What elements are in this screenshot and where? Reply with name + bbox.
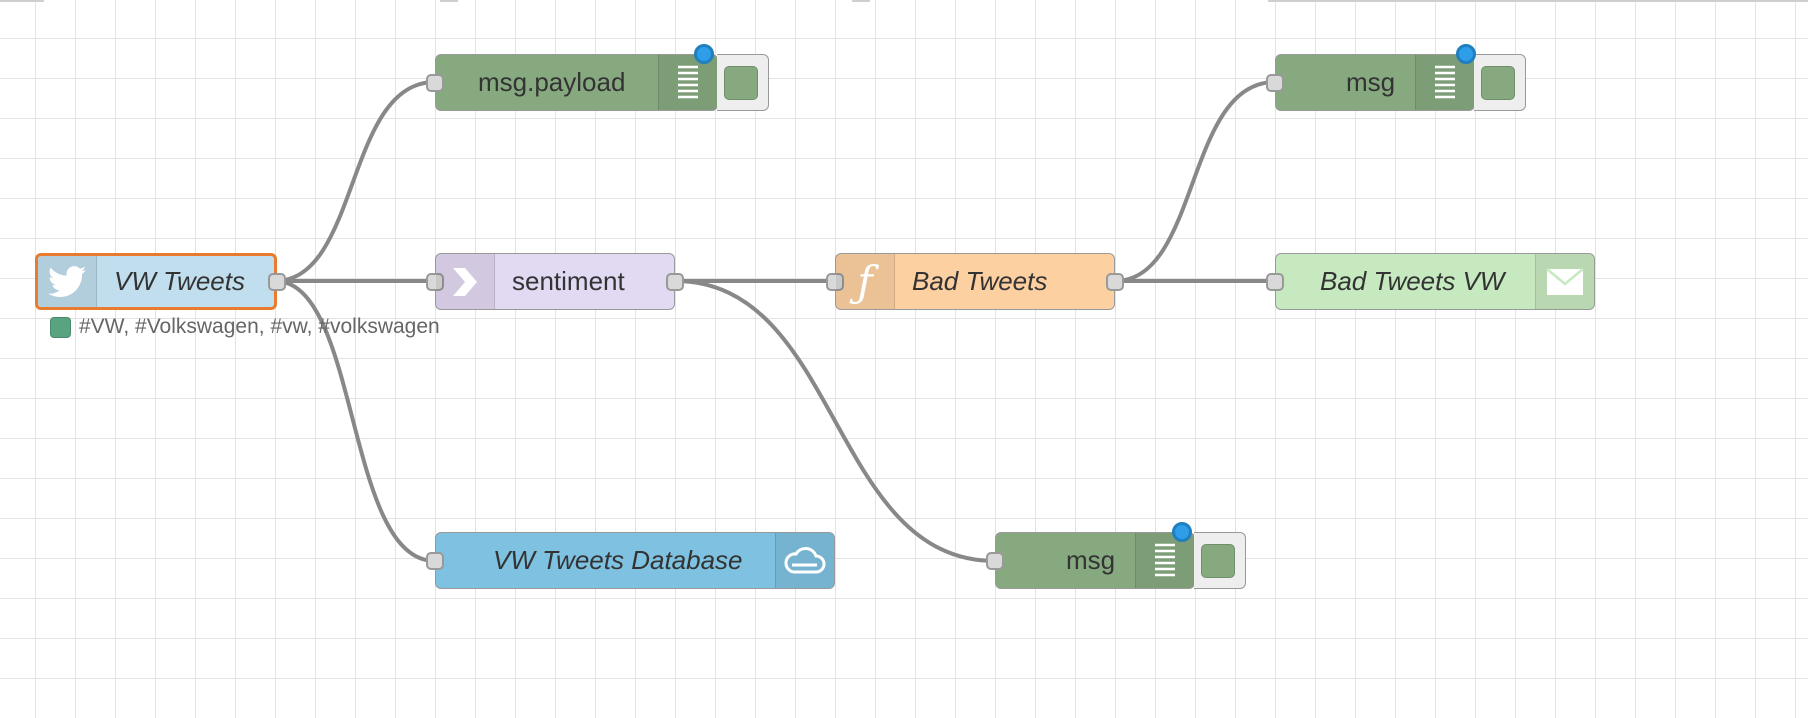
wire-vwtweets-to-payload: [274, 80, 436, 283]
function-output-port[interactable]: [1106, 272, 1124, 291]
debug-msg-bottom-toggle-button[interactable]: [1194, 532, 1246, 589]
debug-msg-bottom-node[interactable]: msg: [986, 522, 1246, 589]
list-icon: [658, 55, 717, 110]
list-icon: [1135, 533, 1194, 588]
email-out-label: Bad Tweets VW: [1320, 266, 1505, 296]
debug-msg-top-changed-icon: [1456, 44, 1476, 64]
cloudant-input-port[interactable]: [426, 551, 444, 570]
canvas-top-marks: [0, 0, 1808, 3]
sentiment-label: sentiment: [512, 266, 625, 296]
twitter-status: #VW, #Volkswagen, #vw, #volkswagen: [50, 315, 440, 339]
debug-msg-top-input-port[interactable]: [1266, 73, 1284, 92]
function-bad-tweets-node[interactable]: ƒ Bad Tweets: [826, 253, 1124, 310]
twitter-status-text: #VW, #Volkswagen, #vw, #volkswagen: [79, 315, 440, 338]
debug-msg-top-toggle-button[interactable]: [1474, 54, 1526, 111]
cloudant-out-label: VW Tweets Database: [493, 545, 743, 575]
debug-msg-top-node[interactable]: msg: [1266, 44, 1526, 111]
debug-toggle-indicator: [1481, 66, 1515, 100]
wire-vwtweets-to-database: [274, 279, 436, 563]
debug-payload-input-port[interactable]: [426, 73, 444, 92]
debug-payload-label: msg.payload: [478, 67, 626, 97]
email-out-node[interactable]: Bad Tweets VW: [1266, 253, 1595, 310]
debug-msg-top-label: msg: [1346, 67, 1396, 97]
debug-msg-bottom-input-port[interactable]: [986, 551, 1004, 570]
sentiment-output-port[interactable]: [666, 272, 684, 291]
debug-payload-node[interactable]: msg.payload: [426, 44, 769, 111]
cloudant-out-node[interactable]: VW Tweets Database: [426, 532, 835, 589]
debug-toggle-indicator: [724, 66, 758, 100]
cloud-icon: [775, 533, 834, 588]
function-input-port[interactable]: [826, 272, 844, 291]
status-dot-icon: [50, 316, 71, 338]
debug-payload-toggle-button[interactable]: [717, 54, 769, 111]
sentiment-input-port[interactable]: [426, 272, 444, 291]
function-icon: ƒ: [836, 254, 895, 309]
twitter-in-node[interactable]: VW Tweets: [35, 253, 286, 310]
debug-payload-changed-icon: [694, 44, 714, 64]
envelope-icon: [1535, 254, 1594, 309]
debug-toggle-indicator: [1201, 544, 1235, 578]
wire-badtweets-to-msg-top: [1114, 80, 1276, 283]
twitter-in-output-port[interactable]: [268, 272, 286, 291]
debug-msg-bottom-changed-icon: [1172, 522, 1192, 542]
list-icon: [1415, 55, 1474, 110]
function-bad-tweets-label: Bad Tweets: [912, 266, 1048, 296]
arrow-icon: [436, 254, 495, 309]
debug-msg-bottom-label: msg: [1066, 545, 1116, 575]
twitter-in-label: VW Tweets: [114, 266, 245, 296]
email-input-port[interactable]: [1266, 272, 1284, 291]
sentiment-node[interactable]: sentiment: [426, 253, 684, 310]
twitter-icon: [38, 256, 97, 307]
wire-sentiment-to-msg-bottom: [674, 279, 996, 563]
